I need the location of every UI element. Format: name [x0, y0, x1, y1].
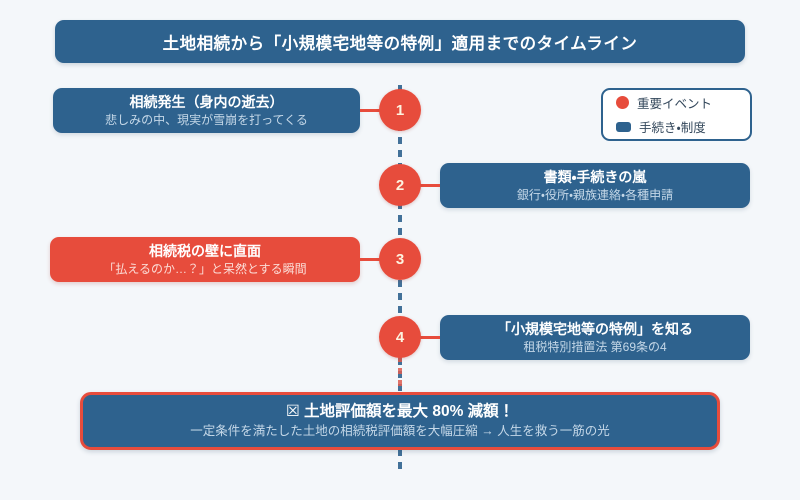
step-box-4: 「小規模宅地等の特例」を知る 租税特別措置法 第69条の4 — [440, 315, 750, 360]
timeline-dashed-line-highlight — [398, 356, 402, 392]
procedure-square-icon — [616, 121, 631, 132]
step-marker-3: 3 — [379, 238, 421, 280]
connector-line-3 — [360, 258, 382, 261]
result-title: ☒ 土地評価額を最大 80% 減額！ — [285, 402, 515, 420]
legend-procedure-label: 手続き・制度 — [639, 121, 706, 135]
step-title: 相続発生（身内の逝去） — [129, 93, 284, 110]
page-title: 土地相続から「小規模宅地等の特例」適用までのタイムライン — [55, 20, 745, 63]
step-subtitle: 「払えるのか…？」と呆然とする瞬間 — [103, 261, 307, 276]
step-title: 書類・手続きの嵐 — [543, 168, 647, 185]
step-title: 「小規模宅地等の特例」を知る — [497, 320, 693, 337]
event-dot-icon — [616, 96, 629, 109]
step-box-1: 相続発生（身内の逝去） 悲しみの中、現実が雪崩を打ってくる — [53, 88, 360, 133]
step-marker-2: 2 — [379, 164, 421, 206]
step-box-3: 相続税の壁に直面 「払えるのか…？」と呆然とする瞬間 — [50, 237, 360, 282]
connector-line-2 — [418, 184, 440, 187]
connector-line-4 — [418, 336, 440, 339]
step-subtitle: 租税特別措置法 第69条の4 — [523, 339, 667, 354]
legend-event-label: 重要イベント — [637, 97, 713, 111]
step-box-2: 書類・手続きの嵐 銀行・役所・親族連絡・各種申請 — [440, 163, 750, 208]
step-marker-4: 4 — [379, 316, 421, 358]
step-marker-1: 1 — [379, 89, 421, 131]
step-subtitle: 銀行・役所・親族連絡・各種申請 — [516, 187, 674, 202]
step-subtitle: 悲しみの中、現実が雪崩を打ってくる — [105, 112, 308, 127]
step-title: 相続税の壁に直面 — [149, 242, 261, 259]
legend-item-event: 重要イベント — [616, 93, 750, 112]
connector-line-1 — [360, 109, 382, 112]
result-box: ☒ 土地評価額を最大 80% 減額！ 一定条件を満たした土地の相続税評価額を大幅… — [80, 392, 720, 450]
legend-item-procedure: 手続き・制度 — [616, 117, 750, 136]
result-subtitle: 一定条件を満たした土地の相続税評価額を大幅圧縮 → 人生を救う一筋の光 — [190, 424, 610, 439]
legend: 重要イベント 手続き・制度 — [601, 88, 752, 141]
